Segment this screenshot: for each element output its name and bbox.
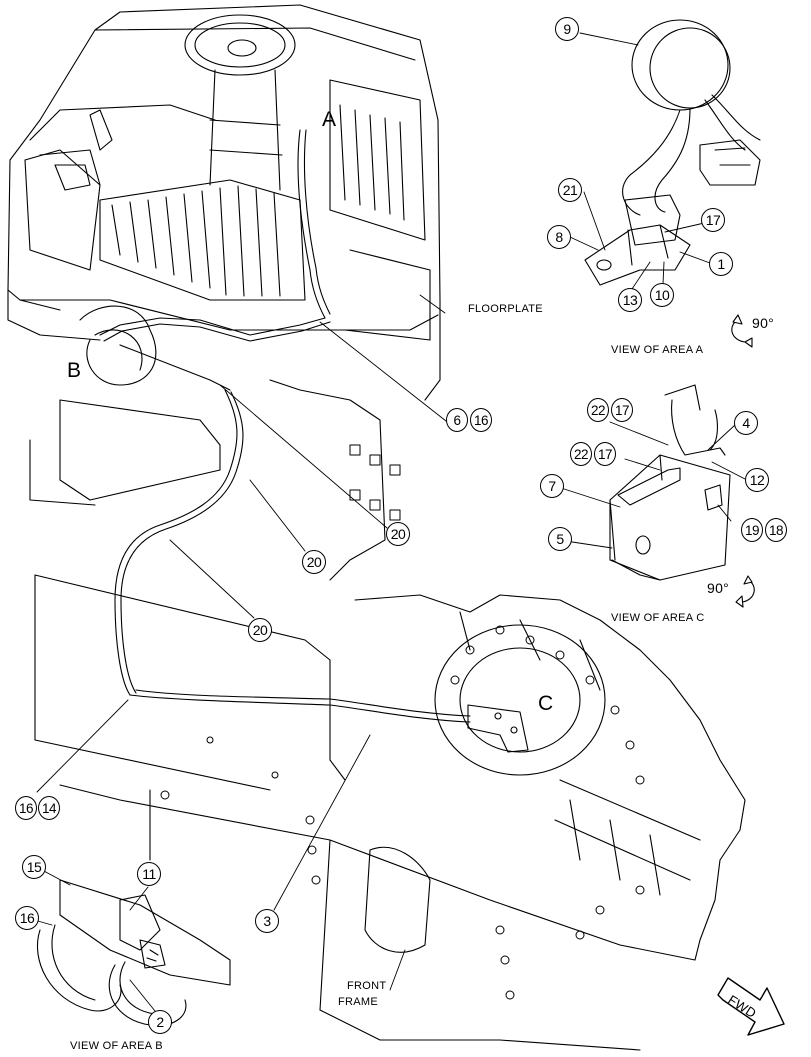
- area-c-letter: C: [538, 692, 554, 715]
- callout-20: 20: [302, 550, 326, 574]
- callout-3: 3: [255, 909, 279, 933]
- callout-19: 19: [741, 518, 763, 542]
- callout-12: 12: [745, 468, 769, 492]
- callout-17: 17: [611, 398, 633, 422]
- callout-18: 18: [765, 518, 787, 542]
- view-area-a-label: VIEW OF AREA A: [611, 344, 704, 356]
- view-area-c-label: VIEW OF AREA C: [611, 612, 705, 624]
- front-frame-label-line2: FRAME: [338, 996, 378, 1008]
- front-frame-drawing: [29, 379, 746, 1051]
- callout-20: 20: [386, 522, 410, 546]
- detail-view-a-drawing: [584, 19, 761, 286]
- callout-16: 16: [470, 408, 492, 432]
- rotation-a-label: 90°: [752, 315, 775, 331]
- rotation-c-label: 90°: [707, 580, 730, 596]
- callout-17: 17: [701, 208, 725, 232]
- callout-17: 17: [594, 442, 616, 466]
- harness-route-drawing: [79, 129, 471, 723]
- callout-6: 6: [446, 408, 468, 432]
- area-a-letter: A: [322, 108, 337, 131]
- callout-13: 13: [618, 288, 642, 312]
- callout-22: 22: [587, 398, 609, 422]
- fwd-arrow-icon: [717, 977, 785, 1036]
- floorplate-label: FLOORPLATE: [468, 303, 543, 315]
- rotation-arrow-c-icon: [735, 575, 755, 608]
- front-frame-label-line1: FRONT: [347, 980, 387, 992]
- cab-floorplate-drawing: [7, 4, 441, 401]
- callout-15: 15: [22, 855, 46, 879]
- callout-22: 22: [570, 442, 592, 466]
- callout-8: 8: [547, 225, 571, 249]
- view-area-b-label: VIEW OF AREA B: [70, 1040, 163, 1052]
- callout-11: 11: [137, 862, 161, 886]
- callout-14: 14: [38, 796, 60, 820]
- callout-16: 16: [15, 906, 39, 930]
- leader-lines: [26, 32, 746, 1012]
- area-b-letter: B: [67, 359, 82, 382]
- callout-5: 5: [548, 527, 572, 551]
- callout-9: 9: [555, 17, 579, 41]
- detail-view-c-drawing: [609, 384, 731, 581]
- callout-2: 2: [148, 1010, 172, 1034]
- callout-10: 10: [650, 283, 674, 307]
- rotation-arrow-a-icon: [731, 314, 753, 348]
- callout-21: 21: [558, 178, 582, 202]
- callout-20: 20: [248, 618, 272, 642]
- callout-7: 7: [540, 474, 564, 498]
- callout-1: 1: [709, 252, 733, 276]
- detail-view-b-drawing: [36, 879, 231, 1026]
- callout-16: 16: [15, 796, 37, 820]
- callout-4: 4: [734, 411, 758, 435]
